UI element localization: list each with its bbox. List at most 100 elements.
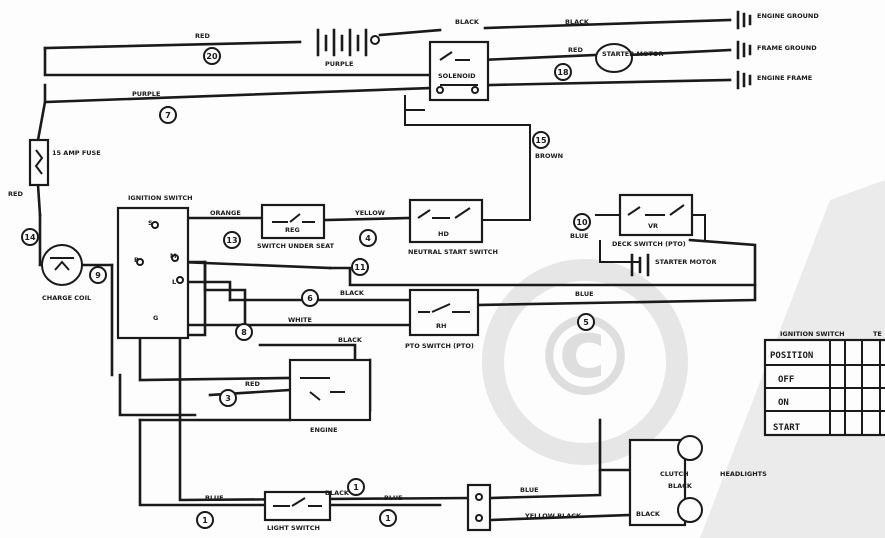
table-title: IGNITION SWITCH (780, 330, 845, 338)
wire-marker (159, 106, 177, 124)
label-clutch: CLUTCH (660, 470, 689, 478)
wire-marker (573, 213, 591, 231)
wire-number: 5 (583, 318, 589, 327)
label-light-switch: LIGHT SWITCH (267, 524, 320, 532)
wire-label-black-headlight: BLACK (636, 510, 661, 518)
wire-number: 20 (206, 52, 218, 61)
wire-marker (235, 323, 253, 341)
wire-number-markers: 20 7 18 15 14 13 4 10 11 6 8 3 5 1 9 1 1 (21, 47, 595, 529)
label-hd: HD (438, 230, 449, 238)
ground-symbols (736, 10, 752, 90)
wire-number: 1 (385, 514, 391, 523)
label-starter-motor: STARTER MOTOR (602, 50, 663, 58)
wire-label-red-top: RED (195, 32, 210, 40)
table-title-cut: TE (873, 330, 882, 338)
switch-under-seat (260, 203, 326, 240)
label-starter: STARTER MOTOR (655, 258, 716, 266)
wire-number: 4 (365, 234, 371, 243)
wire-label-black-lower: BLACK (340, 289, 365, 297)
table-header-position: POSITION (770, 351, 813, 361)
wire-marker (347, 478, 365, 496)
label-rh: RH (436, 322, 446, 330)
wire-label-blue-lower: BLUE (575, 290, 594, 298)
label-reg: REG (285, 226, 300, 234)
battery (316, 28, 380, 57)
wire-number: 18 (557, 68, 569, 77)
wire-marker (359, 229, 377, 247)
wires (36, 18, 757, 522)
wire-number: 10 (576, 218, 588, 227)
wire-number: 11 (354, 263, 366, 272)
label-l-terminal: L (172, 278, 176, 286)
wire-number: 15 (535, 136, 547, 145)
wire-label-yellow-black: YELLOW BLACK (524, 512, 582, 520)
wire-number: 6 (307, 294, 313, 303)
connector (466, 483, 492, 532)
wire-label-red-left: RED (8, 190, 23, 198)
wire-marker (203, 47, 221, 65)
wire-number: 13 (226, 236, 237, 245)
wire-label-black-bottom: BLACK (325, 489, 350, 497)
wire-marker (21, 228, 39, 246)
pto-switch (408, 288, 480, 337)
wire-marker (577, 313, 595, 331)
wire-number: 1 (202, 516, 208, 525)
label-headlights: HEADLIGHTS (720, 470, 767, 478)
wire-marker (223, 231, 241, 249)
table-row-start: START (773, 423, 801, 433)
label-engine-ground: ENGINE GROUND (757, 12, 819, 20)
wire-marker (532, 131, 550, 149)
wire-label-blue-headlight: BLUE (520, 486, 539, 494)
label-pto-switch: PTO SWITCH (PTO) (405, 342, 474, 350)
label-s-terminal: S (148, 219, 153, 227)
wire-label-blue-bottom-left: BLUE (205, 494, 224, 502)
label-m-terminal: M (170, 252, 176, 260)
svg-text:©: © (530, 293, 640, 421)
label-switch-under-seat: SWITCH UNDER SEAT (257, 242, 335, 250)
wire-label-purple-mid: PURPLE (325, 60, 353, 68)
starter-motor (595, 43, 633, 73)
neutral-start-switch (408, 198, 484, 244)
wire-marker (301, 289, 319, 307)
solenoid (428, 40, 490, 102)
wire-label-black-right: BLACK (565, 18, 590, 26)
label-b-terminal: B (134, 256, 139, 264)
wire-number: 8 (241, 328, 247, 337)
label-ammeter: CHARGE COIL (42, 294, 91, 302)
wire-label-brown: BROWN (535, 152, 563, 160)
table-row-off: OFF (778, 375, 794, 385)
label-deck-switch: DECK SWITCH (PTO) (612, 240, 686, 248)
wire-label-blue-bottom-mid: BLUE (384, 494, 403, 502)
label-fuse: 15 AMP FUSE (52, 149, 101, 157)
label-neutral-start-switch: NEUTRAL START SWITCH (408, 248, 498, 256)
wire-label-blue-right: BLUE (570, 232, 589, 240)
wire-number: 3 (225, 394, 231, 403)
wire-number: 9 (95, 271, 101, 280)
fuse (28, 138, 50, 187)
wire-label-orange: ORANGE (210, 209, 241, 217)
ignition-switch (116, 206, 190, 340)
label-frame-ground: FRAME GROUND (757, 44, 817, 52)
wire-marker (196, 511, 214, 529)
label-solenoid: SOLENOID (438, 72, 476, 80)
wire-marker (219, 389, 237, 407)
wire-label-yellow: YELLOW (354, 209, 385, 217)
wire-number: 14 (24, 233, 36, 242)
label-g-terminal: G (153, 314, 158, 322)
label-engine: ENGINE (310, 426, 338, 434)
label-vr: VR (648, 222, 658, 230)
wire-marker (89, 266, 107, 284)
table-row-on: ON (778, 398, 789, 408)
wire-label-purple-left: PURPLE (132, 90, 160, 98)
deck-switch (618, 193, 694, 237)
engine (288, 358, 372, 422)
ammeter (41, 244, 83, 286)
ignition-switch-table (763, 338, 885, 437)
starter-battery-symbol (630, 253, 650, 277)
label-ignition-switch: IGNITION SWITCH (128, 194, 193, 202)
light-switch (263, 490, 332, 522)
wire-label-white: WHITE (288, 316, 312, 324)
wire-number: 1 (353, 483, 359, 492)
